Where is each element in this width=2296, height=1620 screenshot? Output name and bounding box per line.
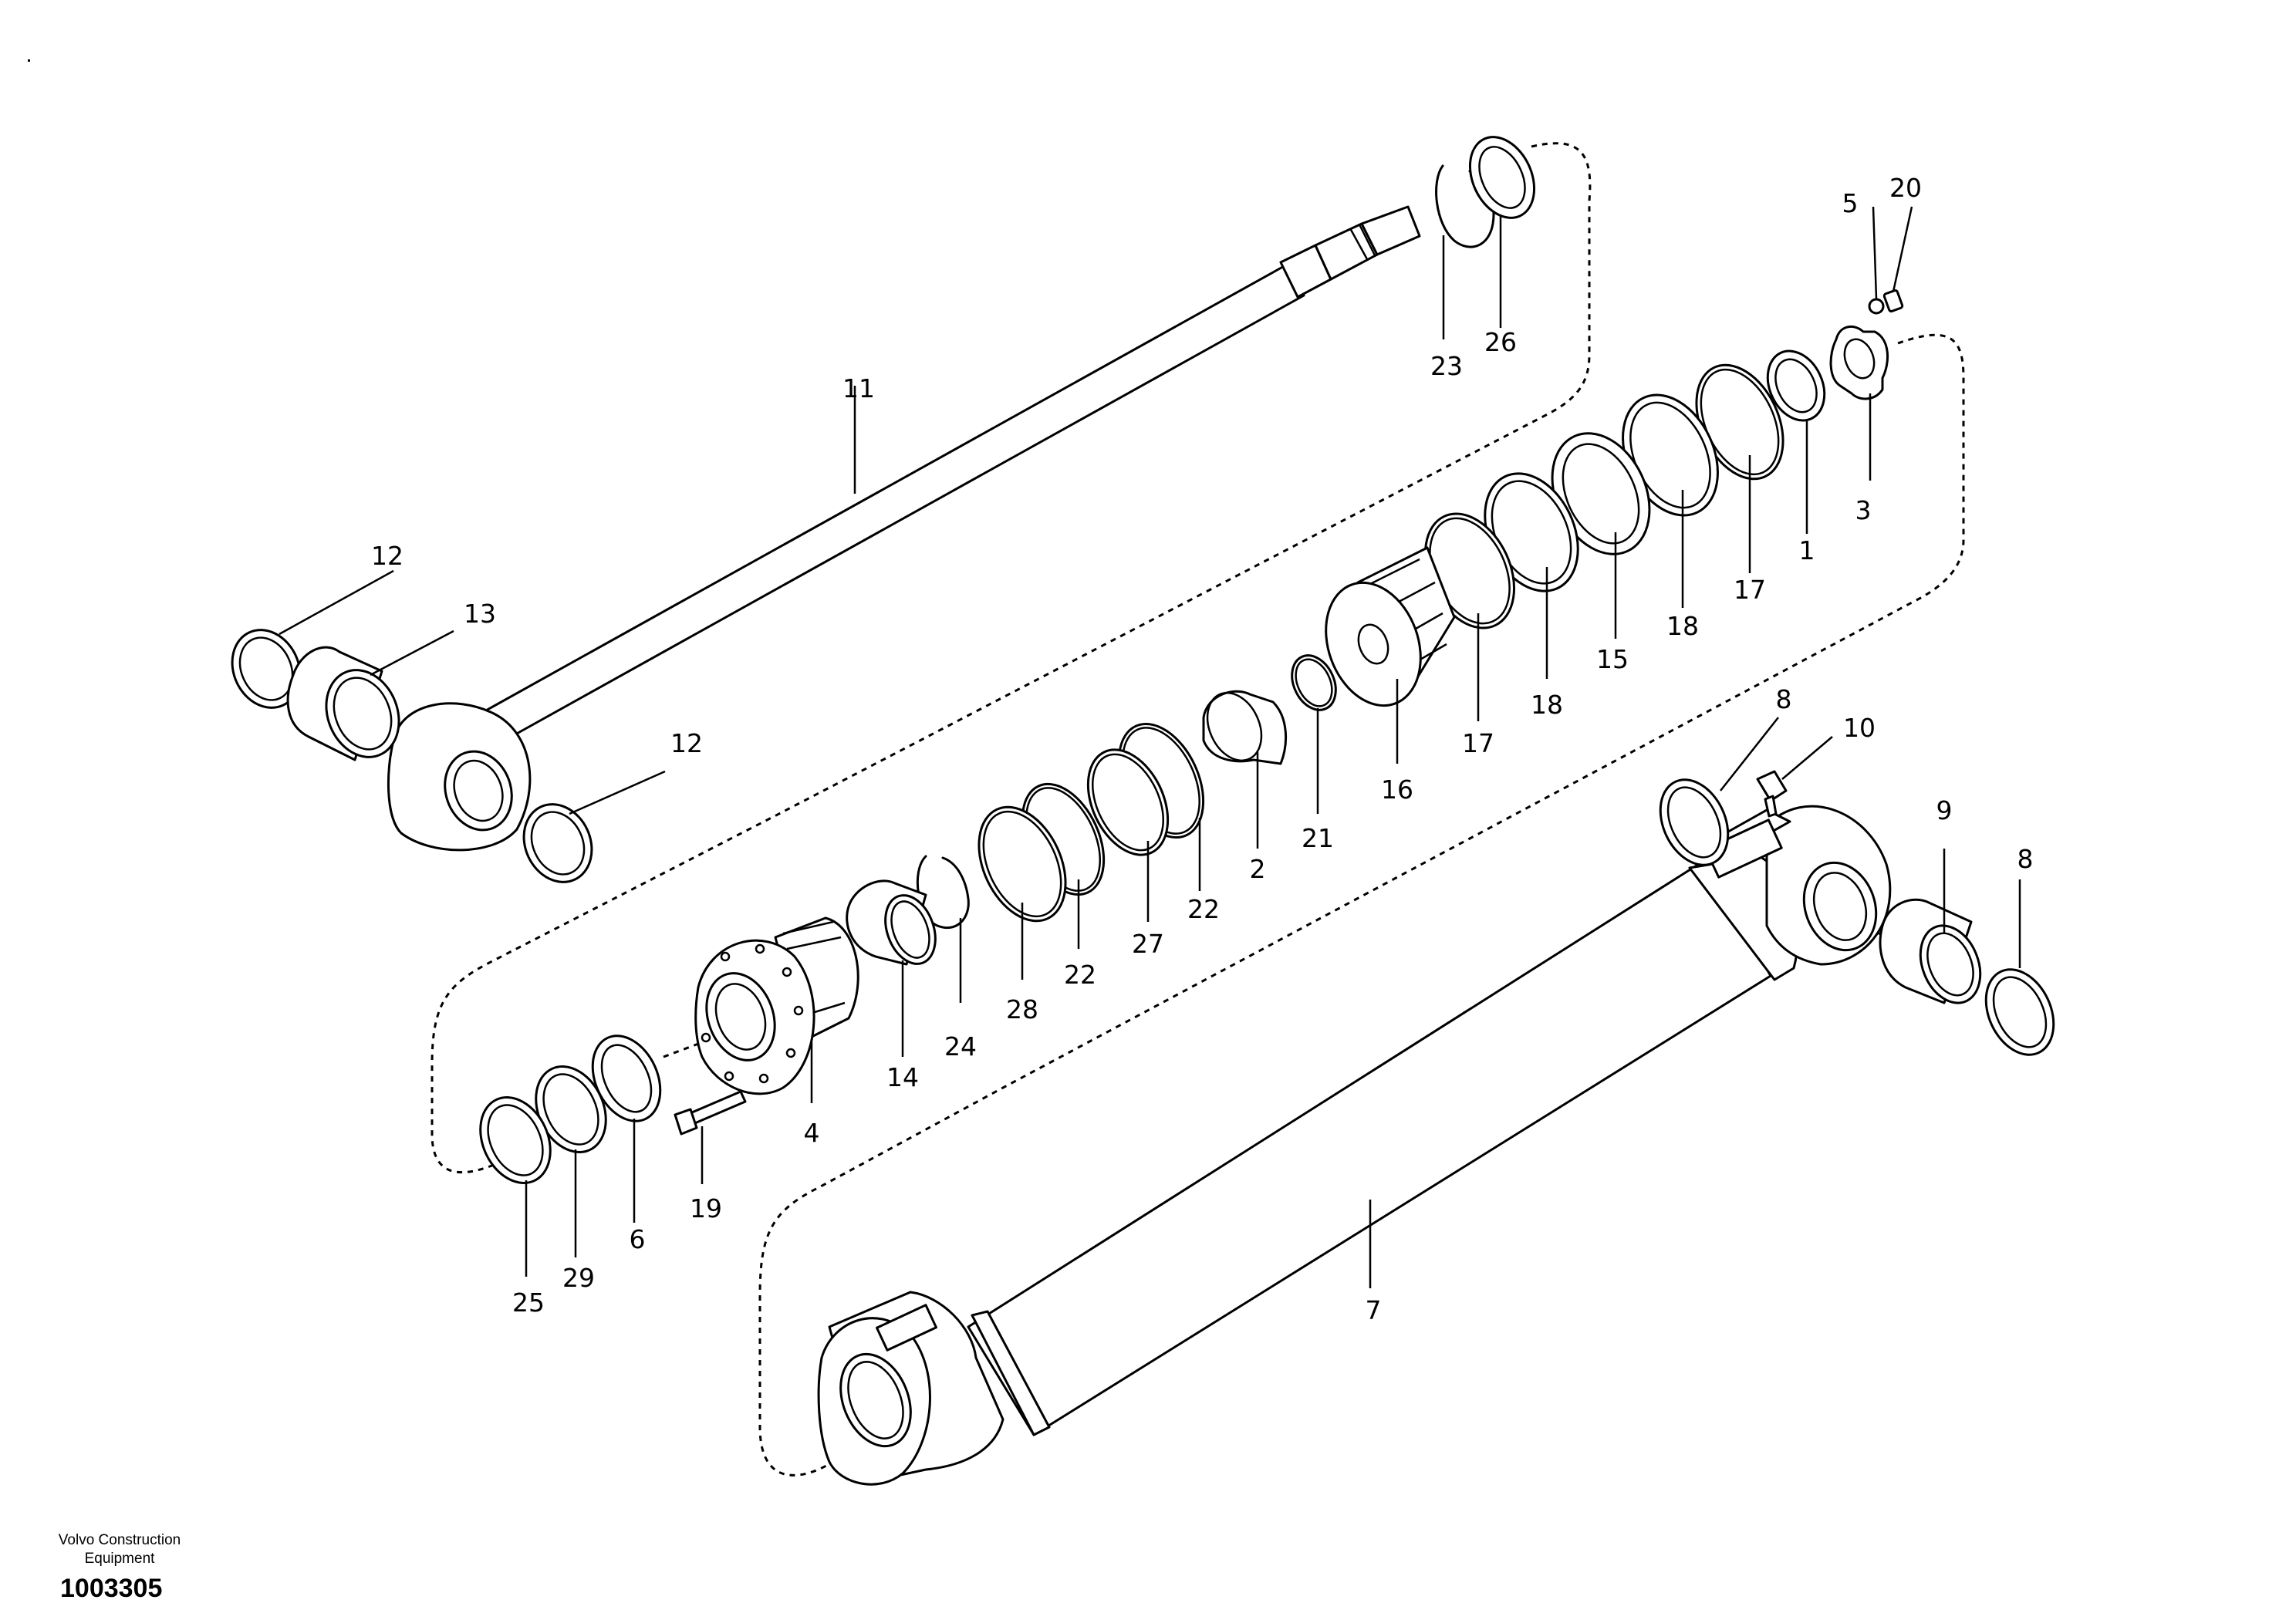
callout-29: 29 xyxy=(562,1263,595,1293)
callout-3: 3 xyxy=(1855,495,1872,525)
seal-ring-part-12b xyxy=(522,803,593,883)
bushing-part-9 xyxy=(1879,898,1982,1004)
callout-10: 10 xyxy=(1843,713,1876,743)
washer-part-26 xyxy=(1468,136,1536,219)
corner-mark xyxy=(28,59,30,62)
bushing-part-14 xyxy=(846,879,937,966)
o-ring-part-21 xyxy=(1291,654,1337,711)
callout-21: 21 xyxy=(1302,823,1334,853)
callout-12b: 12 xyxy=(670,728,703,758)
seal-ring-part-12a xyxy=(231,629,302,709)
ring-part-29 xyxy=(535,1065,607,1153)
piston-part-16 xyxy=(1325,546,1456,707)
callout-18b: 18 xyxy=(1531,690,1563,720)
callout-6: 6 xyxy=(630,1224,646,1254)
callout-2: 2 xyxy=(1250,854,1266,884)
callout-23: 23 xyxy=(1430,351,1463,381)
cylinder-head-part-4 xyxy=(694,916,859,1095)
leader-lines xyxy=(279,206,2021,1288)
document-number: 1003305 xyxy=(60,1574,163,1603)
callout-13: 13 xyxy=(464,599,496,629)
callout-19: 19 xyxy=(690,1193,722,1223)
bushing-part-13 xyxy=(286,646,400,761)
callout-1: 1 xyxy=(1799,535,1815,565)
cylinder-tube-part-7 xyxy=(817,805,1892,1486)
callout-7: 7 xyxy=(1366,1295,1382,1325)
callout-25: 25 xyxy=(512,1288,545,1318)
ring-part-25 xyxy=(479,1096,552,1184)
ball-part-5 xyxy=(1868,298,1885,315)
bolt-part-19 xyxy=(674,1090,747,1136)
callout-9: 9 xyxy=(1936,795,1953,825)
callout-8b: 8 xyxy=(2017,844,2034,874)
callout-24: 24 xyxy=(944,1031,977,1061)
cushion-collar-part-2 xyxy=(1202,690,1288,765)
callout-18a: 18 xyxy=(1666,611,1699,641)
wear-ring-part-15 xyxy=(1551,432,1651,555)
seal-ring-part-8b xyxy=(1984,968,2055,1056)
callout-16: 16 xyxy=(1381,775,1413,805)
callout-4: 4 xyxy=(804,1118,820,1148)
callout-22b: 22 xyxy=(1064,960,1096,990)
piston-rod-part-11 xyxy=(387,205,1421,852)
callout-22a: 22 xyxy=(1187,894,1220,924)
callout-14: 14 xyxy=(886,1062,919,1092)
callout-20: 20 xyxy=(1889,173,1922,203)
lock-nut-part-3 xyxy=(1829,325,1889,400)
callout-17b: 17 xyxy=(1462,728,1494,758)
seal-ring-part-8a xyxy=(1659,778,1730,866)
callout-8a: 8 xyxy=(1776,684,1792,714)
callout-12a: 12 xyxy=(371,541,403,571)
callout-17a: 17 xyxy=(1734,575,1766,605)
callout-labels: 11 12 13 12 23 26 5 20 3 1 17 18 15 18 1… xyxy=(371,173,2034,1325)
seal-part-27 xyxy=(1086,748,1170,856)
callout-5: 5 xyxy=(1842,188,1859,218)
callout-26: 26 xyxy=(1484,327,1517,357)
brand-name: Volvo Construction Equipment xyxy=(58,1532,181,1567)
callout-28: 28 xyxy=(1006,994,1038,1024)
grease-fitting-part-10 xyxy=(1756,770,1788,818)
callout-27: 27 xyxy=(1132,929,1164,959)
callout-15: 15 xyxy=(1596,644,1629,674)
dust-seal-part-6 xyxy=(591,1034,662,1122)
set-screw-part-20 xyxy=(1882,289,1904,313)
seal-part-28 xyxy=(977,805,1067,923)
callout-11: 11 xyxy=(842,373,875,403)
snap-ring-part-24 xyxy=(916,855,970,929)
lock-washer-part-1 xyxy=(1766,349,1826,422)
